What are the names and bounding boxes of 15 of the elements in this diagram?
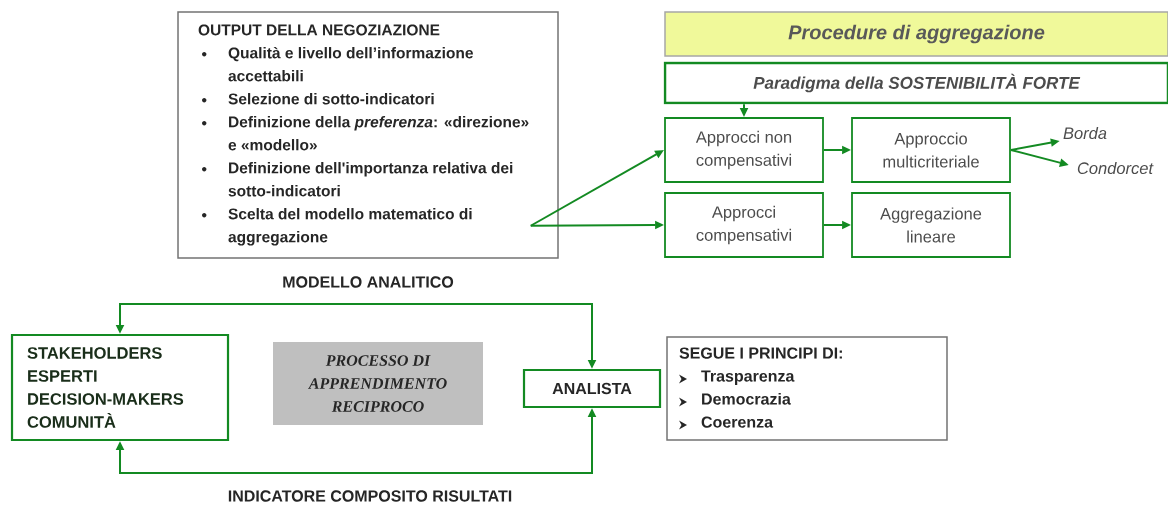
process-box: Approccio multicriteriale bbox=[851, 117, 1011, 183]
method-label: Condorcet bbox=[1077, 161, 1154, 175]
title-band: Procedure di aggregazione bbox=[664, 11, 1168, 57]
actor-box: STAKEHOLDERS ESPERTI DECISION-MAKERS COMUNITÀ bbox=[10, 333, 230, 442]
paradigm-box: Paradigma della SOSTENIBILITÀ FORTE bbox=[663, 61, 1168, 105]
process-box: Approcci compensativi bbox=[664, 192, 824, 258]
principles-box: SEGUE I PRINCIPI DI: Trasparenza Democrazia Coerenza bbox=[666, 336, 948, 441]
process-box: ANALISTA bbox=[522, 368, 662, 409]
process-box: Approcci non compensativi bbox=[664, 117, 824, 183]
process-box: PROCESSO DI APPRENDIMENTO RECIPROCO bbox=[273, 342, 483, 425]
process-box: Aggregazione lineare bbox=[851, 192, 1011, 258]
method-label: Borda bbox=[1063, 126, 1107, 140]
bullet-list-box: OUTPUT DELLA NEGOZIAZIONE Qualità e livello dell’informazione accettabili Selezione di sotto-indicatori Definizione della preferenza: «direzione» e «modello» Definizione dell'importanza relativa dei sotto-indicatori Scelta del modello matematico di aggregazione bbox=[177, 11, 559, 259]
caption: MODELLO ANALITICO bbox=[283, 276, 454, 288]
caption: INDICATORE COMPOSITO RISULTATI bbox=[228, 490, 512, 502]
